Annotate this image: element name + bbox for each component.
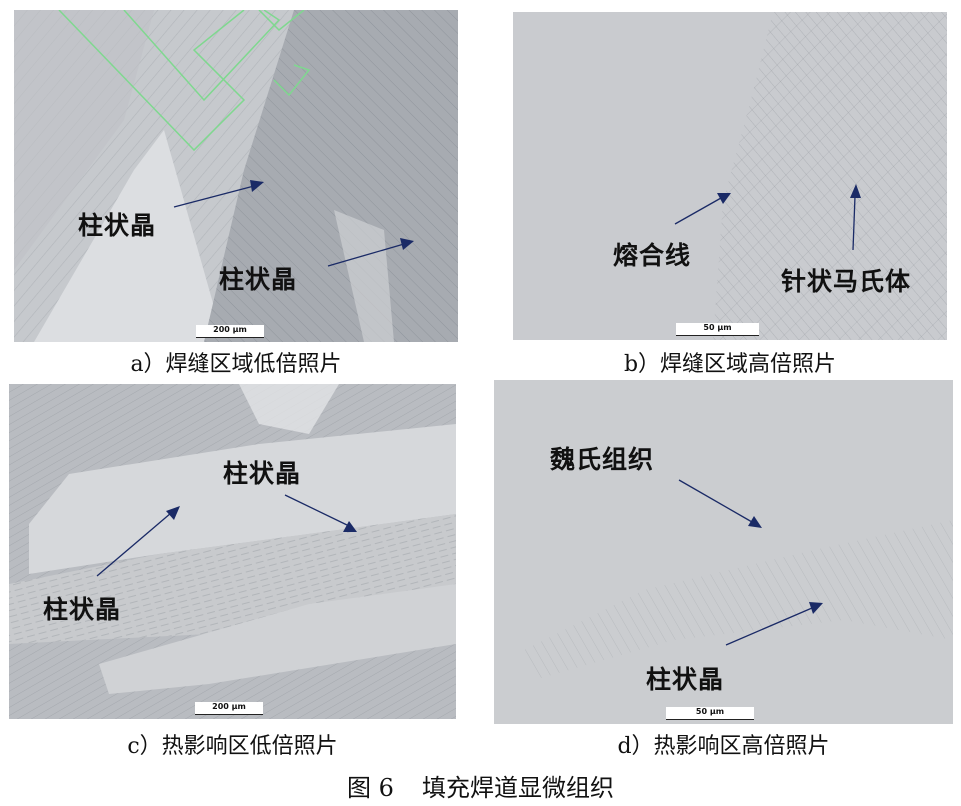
annotation-b2: 针状马氏体	[781, 267, 912, 296]
annotation-a2: 柱状晶	[219, 265, 298, 294]
figure-caption: 图 6 填充焊道显微组织	[0, 768, 961, 803]
micrograph-d-texture	[494, 380, 953, 724]
arrow-a2	[327, 243, 405, 267]
micrograph-b: 熔合线 针状马氏体 50 µm	[513, 12, 947, 340]
caption-c: c）热影响区低倍照片	[127, 734, 338, 759]
scale-bar-a: 200 µm	[196, 325, 264, 338]
figure-title: 填充焊道显微组织	[421, 774, 614, 802]
arrow-a1	[173, 185, 255, 208]
caption-a: a）焊缝区域低倍照片	[130, 352, 342, 377]
micrograph-a-texture	[14, 10, 458, 342]
caption-b: b）焊缝区域高倍照片	[623, 352, 837, 377]
annotation-c2: 柱状晶	[223, 459, 302, 488]
arrowhead-icon	[250, 180, 264, 192]
caption-d: d）热影响区高倍照片	[617, 734, 830, 759]
scale-bar-d: 50 µm	[666, 707, 754, 720]
arrowhead-icon	[850, 184, 861, 198]
arrowhead-icon	[748, 516, 762, 528]
micrograph-a: 柱状晶 柱状晶 200 µm	[14, 10, 458, 342]
arrow-c2	[284, 494, 348, 526]
figure-number: 图 6	[347, 774, 394, 802]
annotation-a1: 柱状晶	[78, 211, 157, 240]
micrograph-c: 柱状晶 柱状晶 200 µm	[9, 384, 456, 719]
micrograph-c-texture	[9, 384, 456, 719]
arrow-c1	[96, 512, 172, 577]
micrograph-b-texture	[513, 12, 947, 340]
arrow-d1	[678, 479, 753, 523]
annotation-b1: 熔合线	[613, 241, 692, 270]
scale-bar-b: 50 µm	[676, 323, 759, 336]
annotation-d2: 柱状晶	[646, 665, 725, 694]
arrowhead-icon	[717, 193, 731, 204]
arrow-b2	[852, 195, 856, 251]
arrowhead-icon	[343, 521, 357, 532]
arrowhead-icon	[400, 238, 414, 250]
arrowhead-icon	[809, 602, 823, 614]
annotation-c1: 柱状晶	[43, 595, 122, 624]
scale-bar-c: 200 µm	[195, 702, 263, 715]
arrow-d2	[725, 607, 813, 646]
micrograph-d: 魏氏组织 柱状晶 50 µm	[494, 380, 953, 724]
arrowhead-icon	[166, 506, 180, 520]
arrow-b1	[674, 197, 722, 225]
annotation-d1: 魏氏组织	[550, 445, 655, 474]
